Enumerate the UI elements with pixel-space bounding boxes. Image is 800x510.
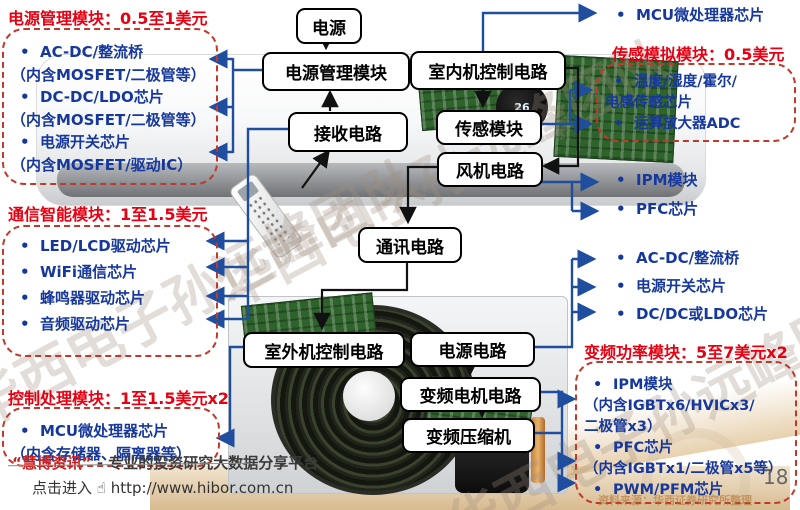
panel-item: （内含MOSFET/二极管等） (11, 110, 206, 129)
node-inverter-motor: 变频电机电路 (400, 377, 541, 412)
panel-item: （内含MOSFET/二极管等） (11, 65, 206, 84)
panel-title-comm: 通信智能模块：1至1.5美元 (8, 205, 208, 224)
panel-title-control: 控制处理模块：1至1.5美元x2 (8, 389, 229, 408)
page-number: 18 (763, 465, 789, 489)
hand-pointer-icon: ☝ (96, 479, 106, 497)
panel-item: AC-DC/整流桥 (600, 244, 768, 272)
panel-power-mgmt: AC-DC/整流桥 （内含MOSFET/二极管等） DC-DC/LDO芯片 （内… (2, 28, 218, 185)
fan-hub (343, 371, 395, 421)
node-sensor: 传感模块 (436, 110, 542, 145)
acdc-group: AC-DC/整流桥 电源开关芯片 DC/DC或LDO芯片 (600, 244, 768, 328)
panel-item: 电源开关芯片 (600, 272, 768, 300)
node-power: 电源 (296, 8, 362, 44)
panel-item: PFC芯片 (577, 438, 795, 459)
node-receiver: 接收电路 (288, 112, 408, 152)
node-comm: 通讯电路 (358, 227, 462, 263)
ipm-pfc-group: IPM模块 PFC芯片 (600, 166, 698, 224)
panel-item: （内含IGBTx6/HVICx3/ (584, 398, 755, 414)
panel-item: DC-DC/LDO芯片 (4, 86, 216, 109)
panel-item: LED/LCD驱动芯片 (4, 233, 216, 259)
node-power-mgmt: 电源管理模块 (262, 52, 410, 91)
footer-brand-line: “慧博资讯” - 专业的投资研究大数据分享平台 (12, 452, 318, 473)
panel-title-power-mgmt: 电源管理模块：0.5至1美元 (8, 9, 208, 28)
panel-item: 电源开关芯片 (4, 131, 216, 154)
node-fan: 风机电路 (437, 152, 543, 187)
node-compressor: 变频压缩机 (402, 418, 535, 453)
panel-item: 电感传感芯片 (605, 95, 692, 111)
panel-comm: LED/LCD驱动芯片 WiFi通信芯片 蜂鸣器驱动芯片 音频驱动芯片 (2, 225, 218, 357)
panel-title-inverter: 变频功率模块：5至7美元x2 (584, 343, 788, 362)
panel-item: 音频驱动芯片 (4, 311, 216, 337)
panel-item: （内含MOSFET/驱动IC） (11, 155, 193, 174)
panel-item: AC-DC/整流桥 (4, 41, 216, 64)
panel-item: MCU微处理器芯片 (4, 420, 218, 443)
panel-item: DC/DC或LDO芯片 (600, 300, 768, 328)
footer-brand: “慧博资讯” (12, 454, 92, 472)
panel-item: PWM/PFM芯片 (577, 480, 795, 501)
panel-item: 温度/湿度/霍尔/ (598, 72, 794, 93)
panel-inverter: IPM模块 （内含IGBTx6/HVICx3/ 二极管x3） PFC芯片 （内含… (575, 361, 797, 504)
source-note: 资料来源：华西证券研究所整理 (598, 494, 752, 507)
panel-title-sensor: 传感模拟模块：0.5美元 (612, 45, 785, 64)
footer-link-line: 点击进入 ☝ http://www.hibor.com.cn (32, 477, 293, 498)
panel-item: 二极管x3） (584, 419, 662, 435)
node-power-circuit: 电源电路 (410, 332, 535, 367)
footer-url-link[interactable]: http://www.hibor.com.cn (110, 479, 294, 497)
panel-item: 运算放大器ADC (598, 114, 794, 135)
panel-item: （内含IGBTx1/二极管x5等） (584, 461, 783, 477)
node-outdoor-ctrl: 室外机控制电路 (243, 332, 405, 368)
node-indoor-ctrl: 室内机控制电路 (410, 51, 566, 90)
panel-item: （内含存储器、隔离器等） (11, 445, 192, 463)
footer-enter-label[interactable]: 点击进入 (32, 479, 93, 497)
panel-item: PFC芯片 (600, 195, 698, 224)
indoor-unit-grille (57, 163, 685, 197)
panel-item: 蜂鸣器驱动芯片 (4, 285, 216, 311)
panel-sensor: 温度/湿度/霍尔/ 电感传感芯片 运算放大器ADC (596, 63, 796, 142)
watermark-logo (642, 428, 750, 510)
panel-item: IPM模块 (600, 166, 698, 195)
mcu-chip-item: MCU微处理器芯片 (600, 4, 764, 26)
panel-item: IPM模块 (577, 375, 795, 396)
panel-control: MCU微处理器芯片 （内含存储器、隔离器等） (2, 407, 220, 467)
panel-item: WiFi通信芯片 (4, 259, 216, 285)
